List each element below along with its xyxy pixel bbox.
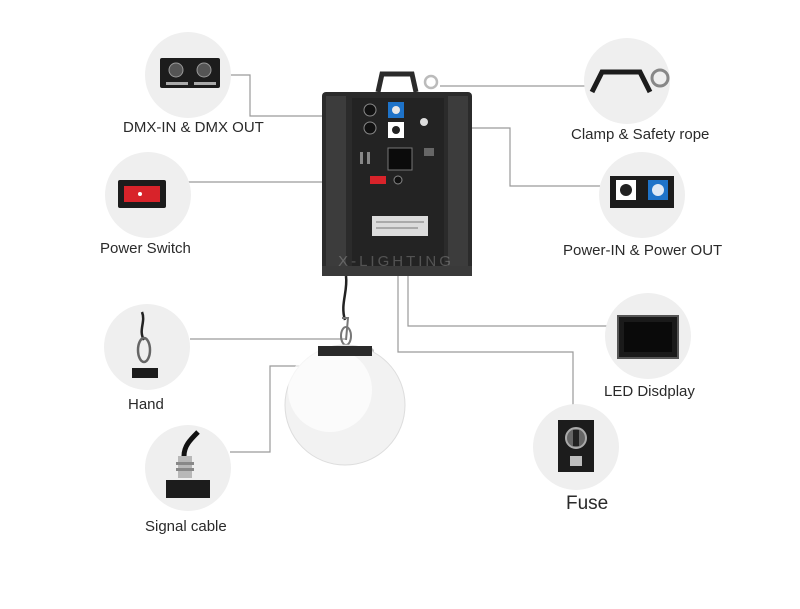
device-left-rail (326, 96, 346, 270)
panel-button-3 (424, 148, 434, 156)
signal-cable-label: Signal cable (145, 518, 227, 535)
panel-knob (420, 118, 428, 126)
fuse-holder-icon (558, 420, 594, 472)
device-lcd (387, 147, 413, 171)
power-io-label: Power-IN & Power OUT (563, 242, 723, 259)
dmx-connector-icon (160, 58, 220, 88)
cable-plug-icon (166, 430, 210, 498)
fuse-label: Fuse (566, 493, 609, 514)
hook-icon (132, 311, 158, 378)
powercon-in-core (392, 106, 400, 114)
device-fuse (393, 175, 403, 185)
signal-leader-line (230, 365, 308, 453)
watermark-text: X-LIGHTING (338, 253, 454, 270)
dmx-port-in (363, 103, 377, 117)
dmx-label: DMX-IN & DMX OUT (123, 119, 264, 136)
led-display-label: LED Disdplay (604, 383, 695, 400)
ball-highlight (288, 348, 372, 432)
power-switch-label: Power Switch (100, 240, 191, 257)
panel-button-1 (360, 152, 363, 164)
clamp-label: Clamp & Safety rope (571, 126, 710, 143)
safety-ring (423, 74, 439, 90)
dmx-leader-line (230, 74, 370, 117)
hand-label: Hand (128, 396, 164, 413)
ball-top-band (318, 346, 372, 356)
hand-callout-circle (104, 304, 190, 390)
powercon-out-core (392, 126, 400, 134)
device-base (322, 266, 472, 276)
device-label-plate (372, 216, 428, 236)
device-right-rail (448, 96, 468, 270)
powercon-icon (610, 176, 674, 208)
clamp-callout-circle (584, 38, 670, 124)
pendant-assembly (284, 275, 406, 466)
panel-button-2 (367, 152, 370, 164)
carry-handle (375, 71, 419, 93)
suspension-cable (342, 275, 348, 321)
device-power-switch (370, 176, 386, 184)
clamp-ring-icon (589, 68, 670, 94)
rocker-switch-icon (118, 180, 166, 208)
winch-device: X-LIGHTING (322, 71, 472, 276)
dmx-port-out (363, 121, 377, 135)
suspension-clip (342, 317, 350, 341)
lcd-display-icon (617, 315, 679, 359)
